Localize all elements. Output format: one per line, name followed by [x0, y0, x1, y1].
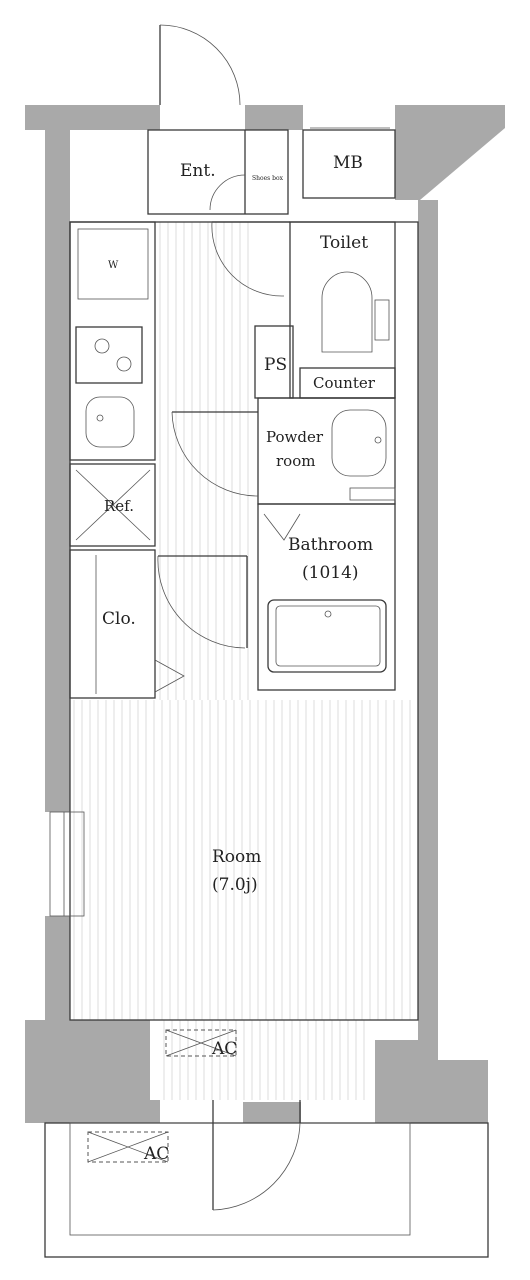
label-powder-room-1: Powder: [266, 428, 324, 446]
label-powder-room-2: room: [276, 452, 315, 470]
label-refrigerator: Ref.: [104, 497, 134, 515]
wall-top-mid: [245, 105, 303, 130]
label-ac-room: AC: [211, 1039, 237, 1059]
wall-right: [418, 200, 438, 1040]
washer-icon: [77, 228, 149, 300]
ac-unit-room-icon: [165, 1029, 237, 1057]
door-swings: [157, 24, 301, 1211]
wall-top-left: [25, 105, 160, 222]
toilet-bowl-icon: [321, 271, 373, 353]
floor-pattern: [73, 222, 411, 1100]
exterior-walls: [25, 105, 505, 1123]
ac-unit-balcony-icon: [87, 1131, 169, 1163]
label-toilet: Toilet: [320, 233, 368, 253]
wall-left-upper: [45, 222, 70, 812]
toilet-tank-icon: [374, 299, 390, 341]
label-room: Room: [212, 847, 261, 867]
label-closet: Clo.: [102, 609, 136, 629]
sink-icon: [85, 396, 135, 448]
label-room-size: (7.0j): [212, 875, 258, 895]
label-mb: MB: [333, 153, 363, 173]
label-washer: W: [108, 260, 119, 271]
label-bathroom-size: (1014): [302, 563, 359, 583]
wall-top-right: [395, 105, 505, 200]
wall-bottom-mid: [243, 1102, 301, 1123]
label-shoe-box: Shoes box: [252, 175, 284, 182]
label-ps: PS: [264, 355, 287, 375]
label-entrance: Ent.: [180, 161, 216, 181]
wall-bottom-left: [25, 1020, 160, 1123]
room-labels: Ent. Shoes box MB Toilet W PS Counter Po…: [102, 153, 376, 1164]
wall-left-lower: [45, 916, 70, 1020]
label-counter: Counter: [313, 374, 376, 392]
bathtub-icon: [267, 599, 387, 673]
basin-icon: [331, 409, 387, 477]
label-ac-balcony: AC: [143, 1144, 169, 1164]
wall-bottom-right: [375, 1040, 488, 1123]
label-bathroom: Bathroom: [288, 535, 373, 555]
fixtures: [75, 228, 390, 1163]
stove-icon: [75, 326, 143, 384]
